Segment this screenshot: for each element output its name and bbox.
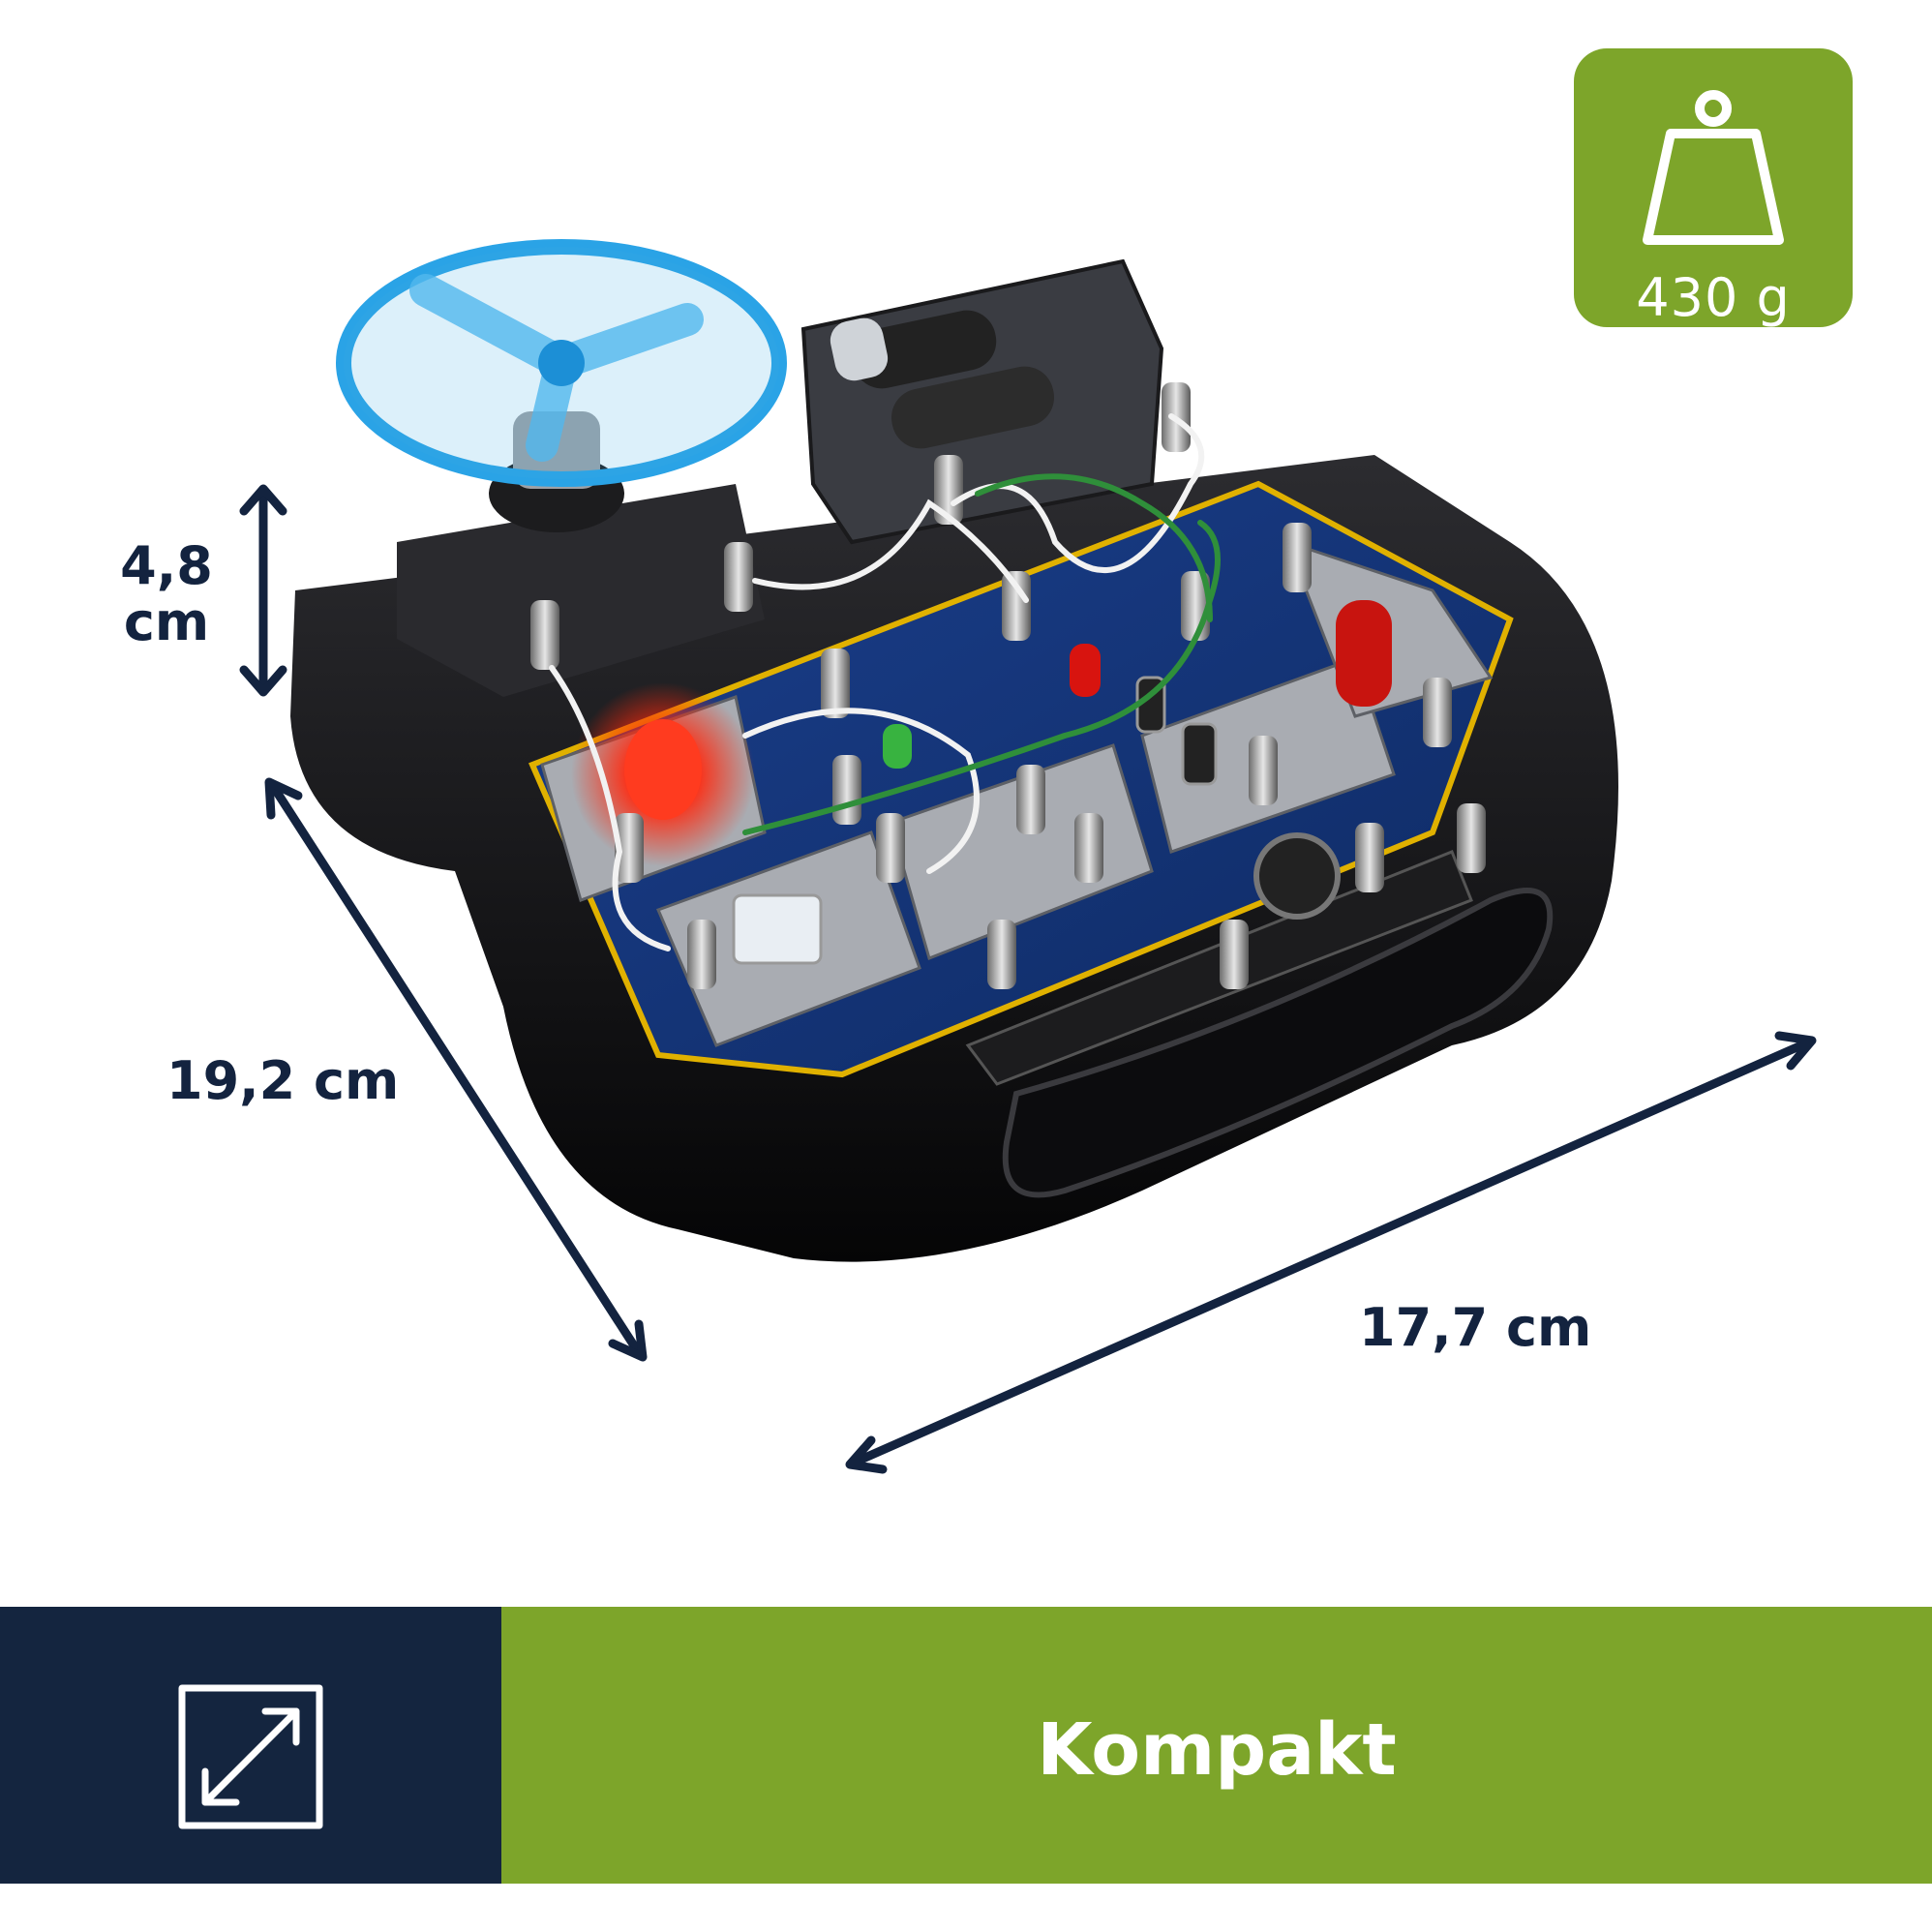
width-label: 17,7 cm	[1359, 1297, 1592, 1358]
expand-icon	[178, 1684, 323, 1829]
weight-badge: 430 g	[1574, 48, 1853, 327]
footer-title: Kompakt	[1037, 1708, 1397, 1792]
footer-icon-panel	[0, 1607, 501, 1884]
footer-title-panel: Kompakt	[501, 1607, 1932, 1884]
weight-icon	[1643, 90, 1784, 245]
weight-label: 430 g	[1636, 267, 1791, 328]
depth-label: 19,2 cm	[166, 1050, 400, 1111]
